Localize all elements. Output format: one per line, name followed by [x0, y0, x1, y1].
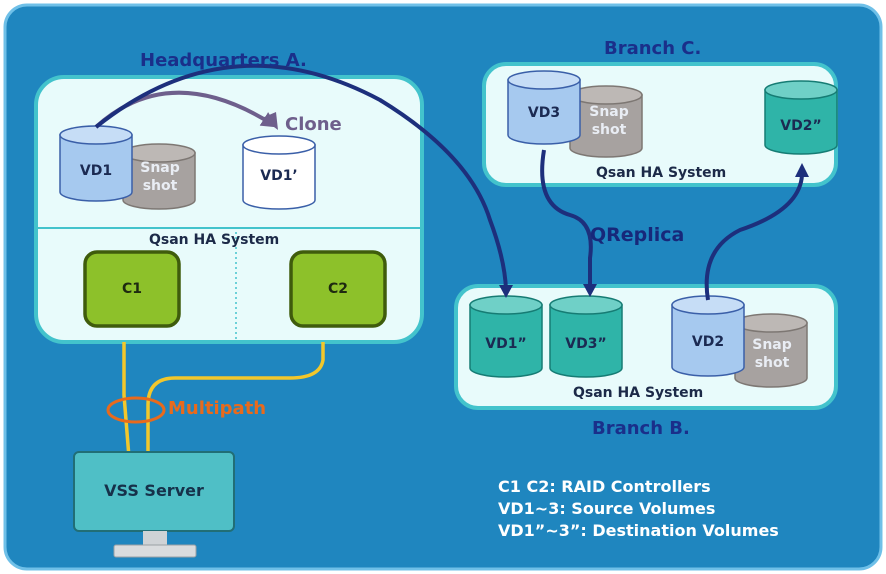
multipath-cable-c2: [146, 342, 325, 462]
legend-item-controllers: C1 C2: RAID Controllers: [498, 477, 711, 496]
branch-b-system-label: Qsan HA System: [573, 385, 704, 401]
vd1-cylinder: [59, 125, 133, 202]
legend: C1 C2: RAID Controllers VD1~3: Source Vo…: [498, 476, 779, 542]
legend-item-source-volumes: VD1~3: Source Volumes: [498, 499, 716, 518]
hq-snapshot-cylinder: [122, 143, 196, 210]
branch-b-snapshot-label: Snap shot: [752, 337, 792, 371]
replica-arrow-vd3-to-branch-b: [540, 149, 593, 292]
controller-c2-label: C2: [327, 281, 348, 297]
replica-arrow-vd1-to-branch-b: [94, 63, 508, 291]
hq-snapshot-label: Snap shot: [140, 160, 180, 194]
vd1-label: VD1: [79, 163, 113, 179]
vd3-dest-cylinder: [549, 295, 623, 378]
vd2-cylinder: [671, 295, 745, 377]
qreplica-label: QReplica: [590, 224, 685, 246]
branch-c-title: Branch C.: [604, 38, 702, 59]
arrowhead-vd3-dest: [583, 284, 597, 297]
vd1-dest-label: VD1”: [485, 336, 527, 352]
multipath-ring: [106, 396, 166, 424]
arrowhead-vd1-dest: [499, 285, 513, 298]
hq-system-label: Qsan HA System: [149, 232, 280, 248]
multipath-label: Multipath: [168, 398, 267, 419]
multipath-cable-c1: [122, 342, 132, 471]
controller-c2-box: [289, 250, 387, 328]
vd3-dest-label: VD3”: [565, 336, 607, 352]
vss-server-label: VSS Server: [104, 481, 204, 500]
clone-label: Clone: [285, 114, 342, 135]
arrowhead-clone: [262, 112, 278, 130]
legend-item-destination-volumes: VD1”~3”: Destination Volumes: [498, 521, 779, 540]
vd3-label: VD3: [527, 105, 561, 121]
vd3-cylinder: [507, 70, 581, 145]
headquarters-title: Headquarters A.: [140, 50, 307, 71]
branch-b-snapshot-cylinder: [734, 313, 808, 388]
branch-c-snapshot-label: Snap shot: [589, 104, 629, 138]
controller-c1-box: [83, 250, 181, 328]
vss-server-monitor: [73, 451, 235, 558]
vd2-label: VD2: [691, 334, 725, 350]
branch-c-system-label: Qsan HA System: [596, 165, 727, 181]
vd1-clone-label: VD1’: [260, 168, 298, 184]
vd1-dest-cylinder: [469, 295, 543, 378]
branch-c-snapshot-cylinder: [569, 85, 643, 158]
vd2-dest-cylinder-branch-c: [764, 80, 838, 155]
controller-c1-label: C1: [121, 281, 142, 297]
vd1-clone-cylinder: [242, 135, 316, 210]
arrowhead-vd2-dest: [795, 163, 809, 177]
vd2-dest-label-branch-c: VD2”: [780, 118, 822, 134]
branch-b-title: Branch B.: [592, 418, 690, 439]
replica-arrow-vd2-to-branch-c: [704, 174, 804, 301]
